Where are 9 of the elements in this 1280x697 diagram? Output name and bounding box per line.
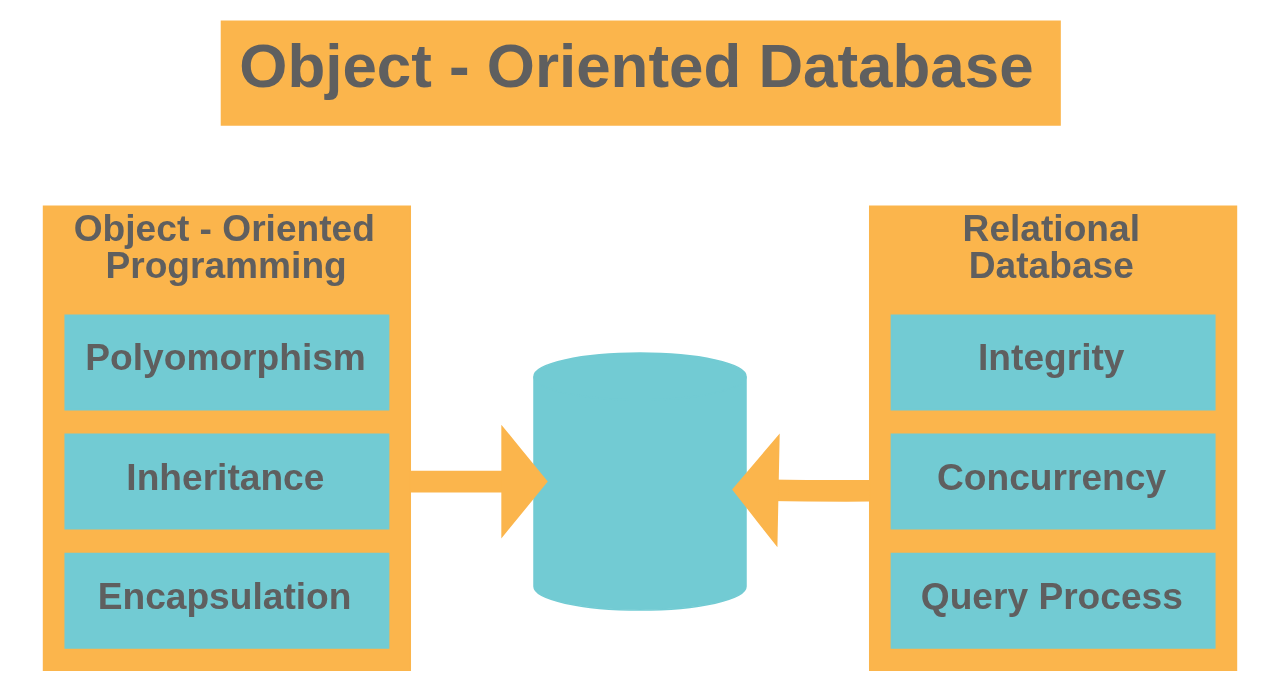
arrow bbox=[410, 424, 548, 539]
arrow bbox=[732, 433, 870, 548]
node-box: Query Process bbox=[890, 552, 1216, 649]
node-box: Integrity bbox=[890, 314, 1216, 411]
node-box: Polyomorphism bbox=[64, 314, 390, 411]
node-box: Concurrency bbox=[890, 433, 1216, 530]
diagram-title: Object - Oriented Database bbox=[239, 31, 1034, 101]
node-box: Inheritance bbox=[64, 433, 390, 530]
node-box: Encapsulation bbox=[64, 552, 390, 649]
